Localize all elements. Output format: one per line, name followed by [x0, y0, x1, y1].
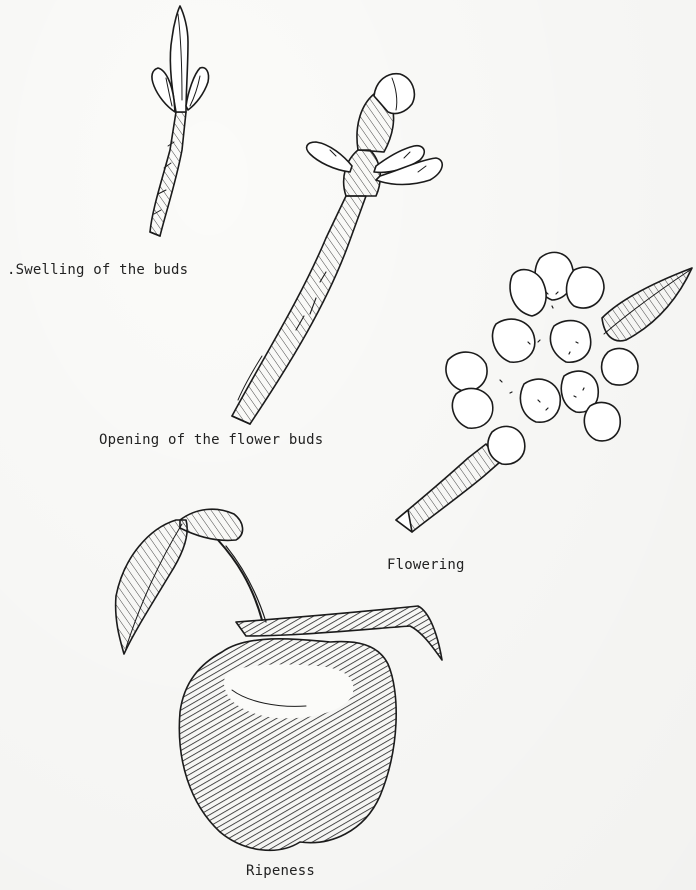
swollen-bud-twig-icon	[150, 6, 209, 236]
caption-swelling-of-buds: .Swelling of the buds	[7, 262, 188, 278]
opening-bud-twig-icon	[232, 74, 442, 424]
caption-flowering: Flowering	[387, 557, 465, 573]
caption-ripeness: Ripeness	[246, 863, 315, 879]
caption-opening-flower-buds: Opening of the flower buds	[99, 432, 323, 448]
apple-blossom-icon	[396, 252, 692, 532]
